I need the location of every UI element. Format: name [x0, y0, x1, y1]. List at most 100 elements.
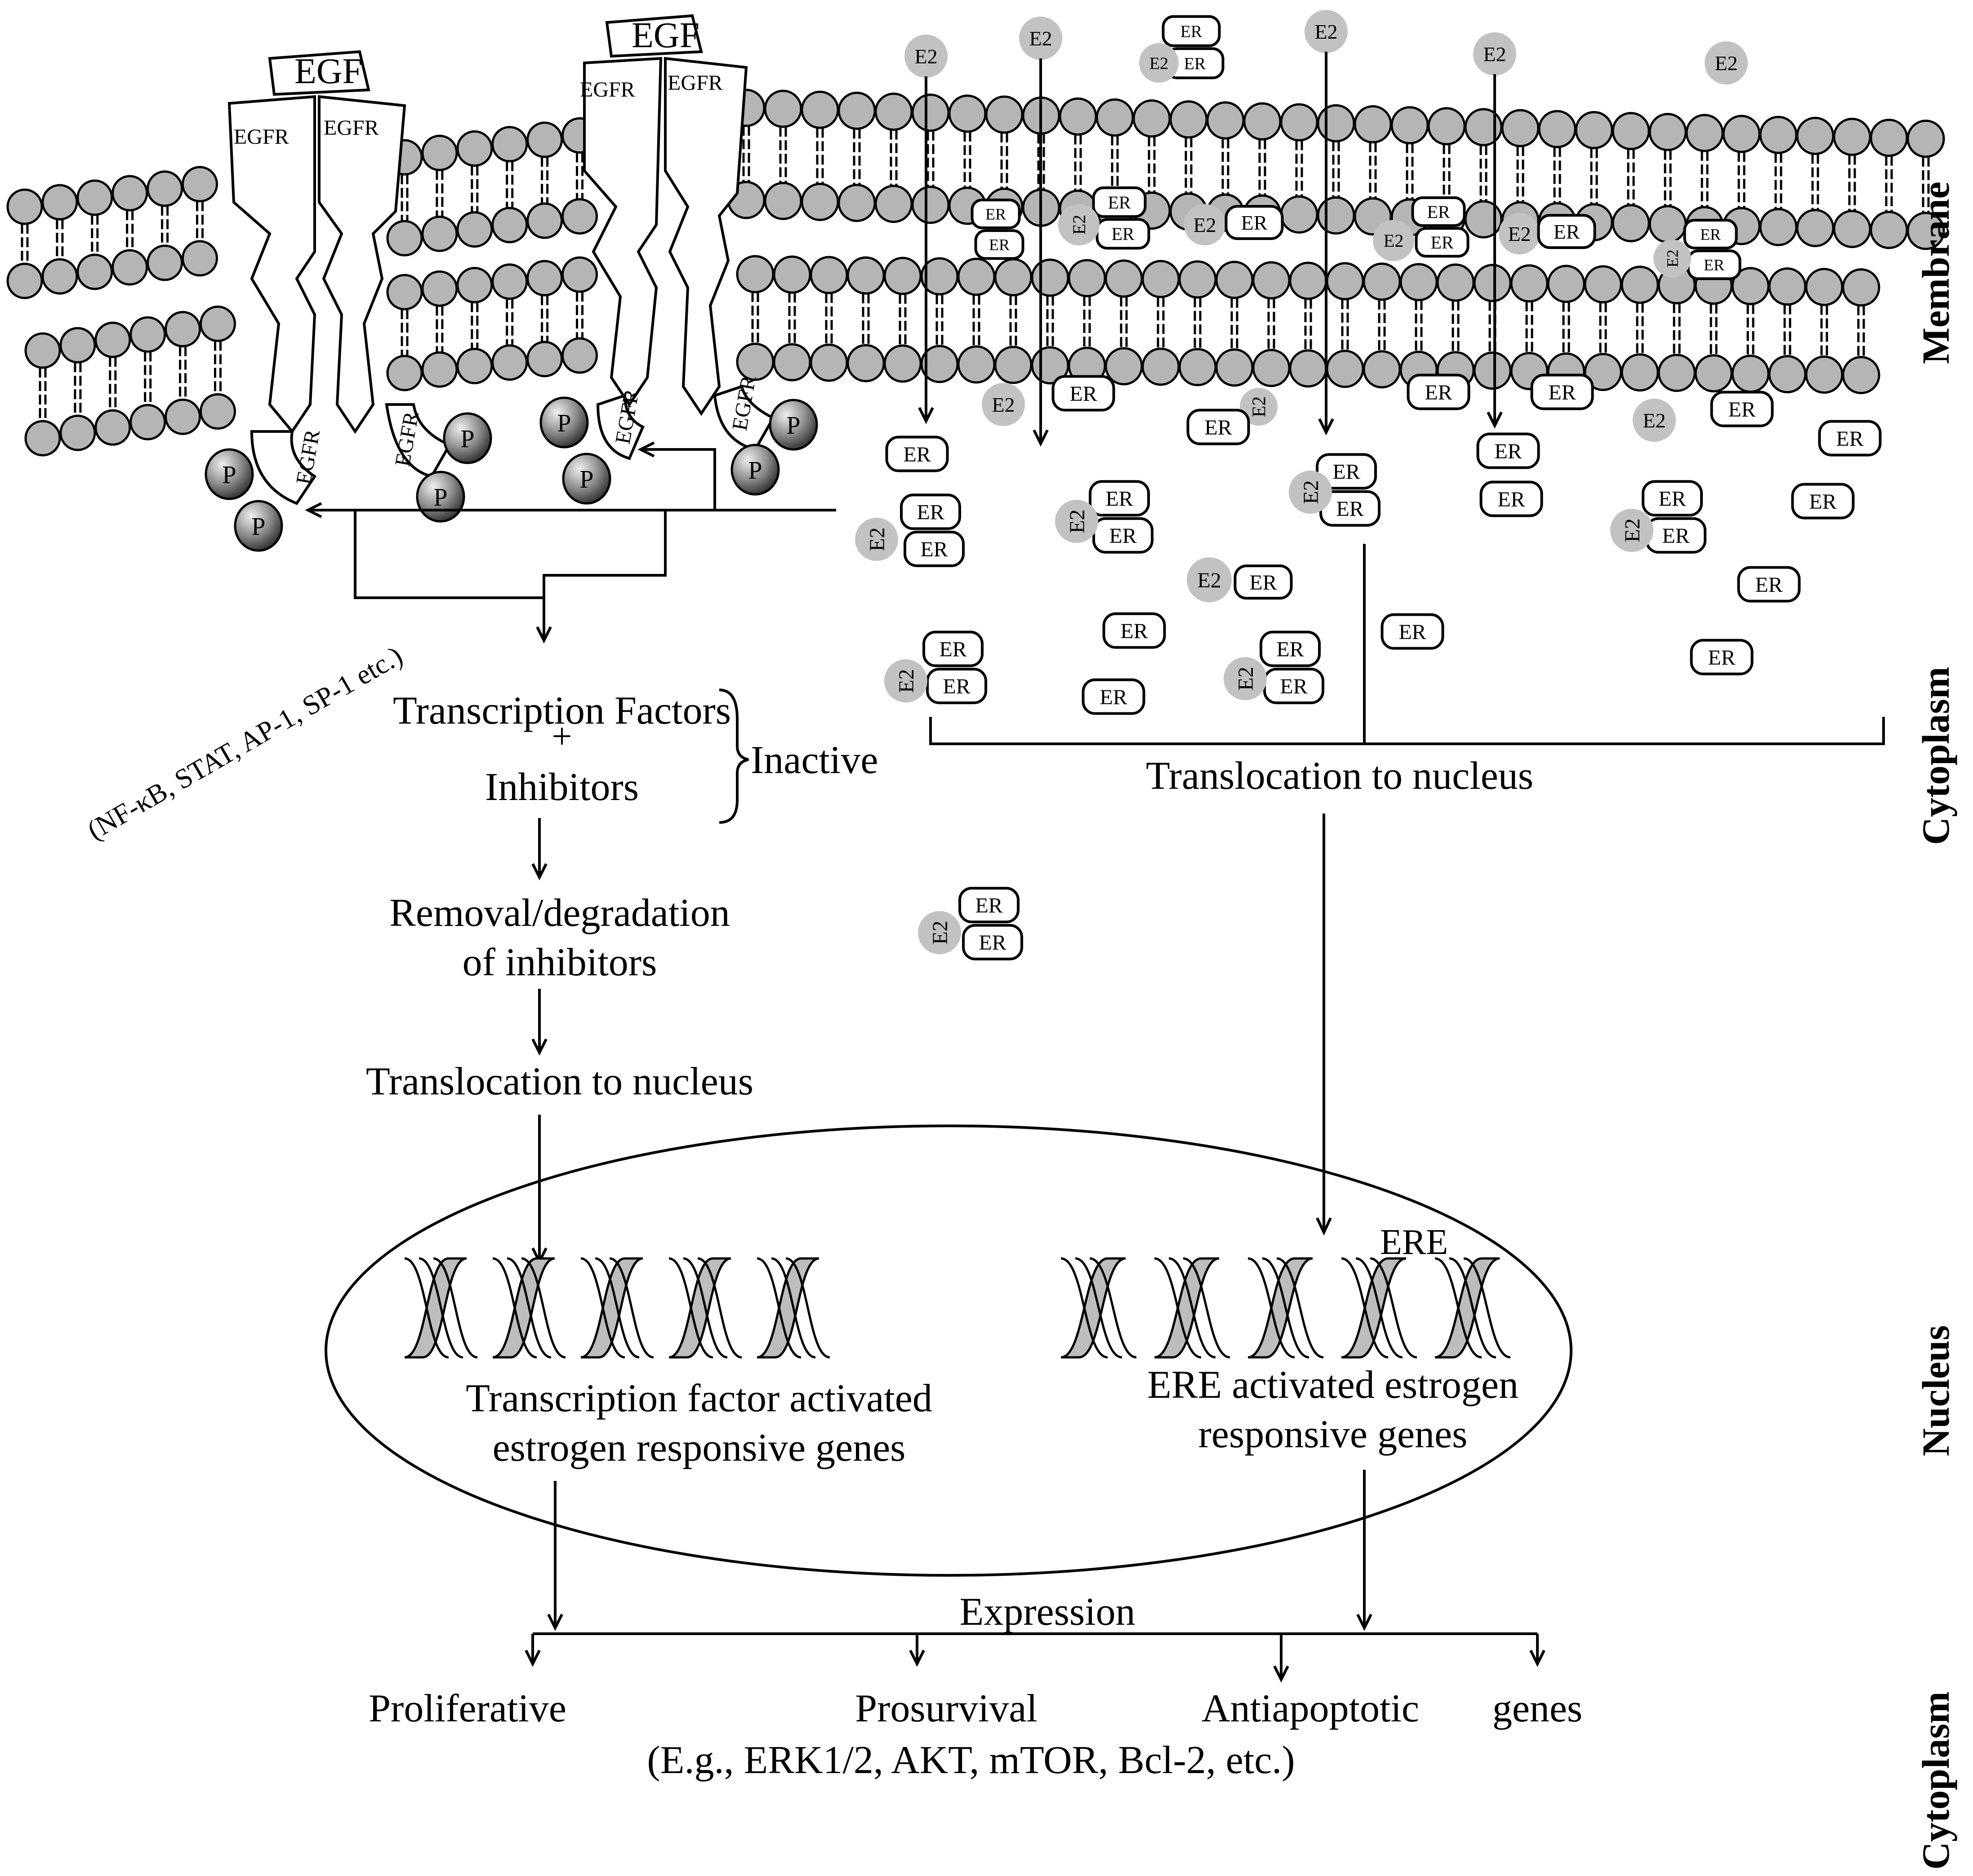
egfr-signal-lines [305, 441, 836, 644]
er-label: ER [979, 931, 1006, 955]
lipid-head [1759, 116, 1798, 154]
er-receptor: ER [1316, 453, 1377, 490]
e2-label: E2 [928, 920, 952, 944]
lipid-head [1105, 259, 1143, 298]
lipid-head [182, 166, 218, 203]
lipid-head [1657, 354, 1696, 392]
e2-label: E2 [1508, 222, 1531, 245]
lipid-head [59, 414, 96, 451]
er-label: ER [1069, 382, 1097, 406]
er-label: ER [939, 638, 966, 662]
lipid-head [1612, 112, 1650, 151]
side-label-membrane: Membrane [1914, 182, 1957, 364]
side-label-cytoplasm-top: Cytoplasm [1914, 667, 1957, 845]
lipid-head [985, 95, 1024, 134]
phosphate-label: P [222, 461, 236, 489]
lipid-head [883, 344, 922, 383]
e2-estradiol: E2 [1019, 17, 1062, 60]
lipid-head [200, 305, 236, 342]
e2-label: E2 [1149, 54, 1168, 73]
er-label: ER [1280, 675, 1307, 698]
er-label: ER [1249, 571, 1277, 595]
bilayer-right-upper [727, 89, 1945, 250]
er-label: ER [1111, 224, 1134, 244]
e2-estradiol: E2 [1473, 32, 1516, 76]
lipid-head [1280, 195, 1318, 234]
er-receptor: ER [922, 631, 984, 667]
e2-estradiol: E2 [1305, 10, 1348, 53]
er-label: ER [917, 501, 944, 525]
removal-line1: Removal/degradation [389, 891, 730, 935]
lipid-head [561, 337, 598, 374]
lipid-head [1317, 196, 1355, 235]
lipid-head [456, 211, 493, 248]
e2-label: E2 [1621, 518, 1644, 542]
er-label: ER [1494, 440, 1522, 463]
examples-label: (E.g., ERK1/2, AKT, mTOR, Bcl-2, etc.) [647, 1738, 1295, 1782]
lipid-head [846, 344, 885, 382]
lipid-head [421, 134, 458, 171]
lipid-head [200, 393, 236, 430]
e2-label: E2 [1197, 569, 1221, 592]
er-receptor: ER [1530, 373, 1594, 410]
lipid-head [129, 404, 166, 440]
er-label: ER [1120, 619, 1148, 643]
er-translocation-lines [929, 544, 1885, 1236]
lipid-head [386, 355, 423, 391]
er-label: ER [920, 538, 948, 561]
lipid-head [736, 255, 775, 293]
er-label: ER [1704, 256, 1724, 274]
lipid-head [1612, 204, 1650, 243]
phosphate-label: P [557, 409, 571, 437]
phosphate: P [416, 471, 465, 523]
lipid-head [491, 263, 528, 300]
tf-line1: Transcription Factors [393, 689, 731, 733]
er-label: ER [1658, 487, 1686, 511]
er-label: ER [943, 675, 970, 698]
er-receptor: ER [1263, 667, 1324, 704]
lipid-head [561, 198, 598, 235]
er-receptor: ER [1082, 678, 1145, 715]
er-label: ER [1430, 232, 1453, 253]
lipid-head [165, 311, 201, 347]
lipid-head [1833, 209, 1871, 248]
er-receptor: ER [1476, 432, 1540, 469]
lipid-head [874, 93, 913, 131]
tf-plus: + [552, 717, 572, 756]
lipid-head [1842, 356, 1880, 395]
lipid-head [1141, 260, 1180, 298]
er-label: ER [1836, 427, 1863, 451]
e2-estradiol: E2 [982, 383, 1025, 426]
lipid-head [1842, 268, 1880, 307]
lipid-head [883, 257, 922, 295]
er-label: ER [1100, 685, 1127, 709]
er-label: ER [1184, 54, 1206, 73]
er-label: ER [1204, 416, 1232, 440]
e2-label: E2 [1029, 27, 1052, 50]
er-receptor: ER [974, 229, 1024, 260]
phosphate: P [769, 399, 818, 451]
er-label: ER [1728, 398, 1755, 422]
lipid-head [1731, 355, 1770, 393]
e2-estradiol: E2 [855, 518, 898, 561]
e2-estradiol: E2 [1055, 500, 1098, 543]
tf-line2: Inhibitors [485, 765, 639, 809]
phosphate-label: P [460, 425, 474, 453]
lipid-head [111, 175, 148, 212]
inactive-label: Inactive [751, 738, 878, 782]
lipid-head [1473, 264, 1512, 302]
er-receptor: ER [971, 198, 1021, 229]
er-receptor: ER [1645, 517, 1706, 554]
lipid-head [111, 249, 148, 286]
lipid-head [1252, 349, 1291, 387]
er-label: ER [1332, 460, 1360, 484]
cell-membrane [6, 89, 1945, 457]
egf-label-right: EGF [632, 16, 699, 55]
e2-estradiol: E2 [918, 911, 961, 954]
lipid-head [846, 256, 885, 295]
lipid-head [6, 262, 43, 299]
translocation-right: Translocation to nucleus [1146, 754, 1533, 798]
e2-label: E2 [1234, 667, 1258, 690]
dna-helix-right [1060, 1257, 1511, 1359]
